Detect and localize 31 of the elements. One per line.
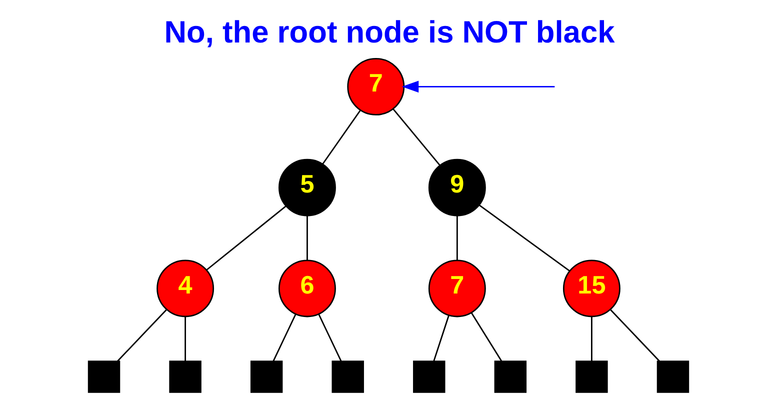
node-circle: 4 <box>156 260 214 318</box>
node-box <box>250 360 282 393</box>
node-circle: 7 <box>428 260 486 318</box>
node-circle: 5 <box>278 158 336 216</box>
connector <box>306 216 308 260</box>
connector <box>456 216 458 260</box>
node-box <box>87 360 120 393</box>
node-circle: 6 <box>278 260 336 318</box>
node-box <box>331 360 364 393</box>
node-circle: 15 <box>562 260 620 318</box>
connector <box>184 316 186 362</box>
node-circle: 9 <box>428 158 486 216</box>
node-box <box>575 360 608 393</box>
connector <box>392 108 440 166</box>
diagram-title: No, the root node is NOT black <box>164 14 614 50</box>
connector <box>272 314 296 362</box>
node-box <box>168 360 201 393</box>
connector <box>206 206 286 270</box>
connector <box>322 110 360 164</box>
node-box <box>656 360 689 393</box>
node-box <box>412 360 445 393</box>
connector <box>318 314 342 362</box>
arrow <box>401 80 554 93</box>
connector <box>470 312 502 362</box>
connector <box>610 309 660 362</box>
connector <box>590 316 592 362</box>
connector <box>478 204 570 272</box>
node-box <box>494 360 526 393</box>
connector <box>116 309 166 362</box>
node-circle: 7 <box>346 58 404 116</box>
connector <box>432 315 449 362</box>
